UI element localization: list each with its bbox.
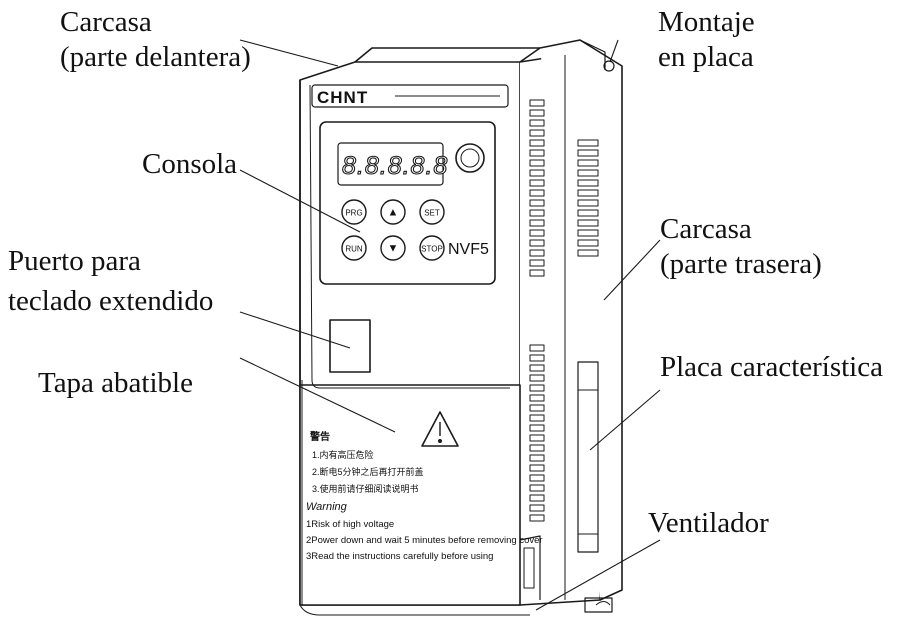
vent-slot: [529, 494, 545, 502]
vent-slot: [577, 159, 599, 167]
vent-slot: [577, 219, 599, 227]
vent-slot: [529, 269, 545, 277]
vent-slot: [529, 464, 545, 472]
warning-line: 2.断电5分钟之后再打开前盖: [312, 466, 424, 477]
keypad-button-label: RUN: [345, 245, 363, 254]
vent-slot: [529, 384, 545, 392]
back-housing: [519, 39, 623, 606]
flip-cover: [299, 379, 521, 606]
warning-line: 1.内有高压危险: [312, 449, 374, 460]
vent-slot: [529, 129, 545, 137]
vent-slot: [577, 189, 599, 197]
console-panel: [319, 121, 496, 285]
keypad: PRG ▲ SET RUN ▼ STOP: [341, 199, 445, 261]
label-carcasa-delantera: Carcasa (parte delantera): [60, 6, 251, 73]
vent-slot: [529, 239, 545, 247]
warning-line: 1Risk of high voltage: [306, 519, 394, 530]
warning-line: 2Power down and wait 5 minutes before re…: [306, 535, 543, 546]
vent-slot: [529, 99, 545, 107]
vent-slots-front: [529, 99, 545, 277]
vent-slot: [529, 434, 545, 442]
vent-slot: [577, 169, 599, 177]
vent-slot: [529, 394, 545, 402]
vent-slot: [577, 139, 599, 147]
vent-slot: [577, 239, 599, 247]
vent-slot: [529, 179, 545, 187]
vent-slot: [529, 444, 545, 452]
keypad-button-label: ▼: [388, 243, 399, 255]
keypad-button: [380, 235, 406, 261]
vent-slot: [529, 109, 545, 117]
vent-slot: [529, 454, 545, 462]
brand-logo: CHNT: [317, 88, 368, 107]
warning-line: 3.使用前请仔细阅读说明书: [312, 483, 419, 494]
vent-slot: [529, 249, 545, 257]
vent-slot: [529, 229, 545, 237]
vent-slot: [577, 209, 599, 217]
label-ventilador: Ventilador: [648, 507, 769, 539]
keypad-button: [380, 199, 406, 225]
vent-slot: [529, 484, 545, 492]
vent-slot: [529, 159, 545, 167]
keypad-button: [341, 235, 367, 261]
vent-slot: [529, 414, 545, 422]
vent-slot: [529, 219, 545, 227]
vent-slot: [577, 249, 599, 257]
vent-slot: [529, 199, 545, 207]
keypad-button-label: PRG: [345, 209, 362, 218]
vent-slot: [529, 259, 545, 267]
vent-slot: [529, 149, 545, 157]
vent-slot: [529, 119, 545, 127]
warning-title-cn: 警告: [309, 430, 330, 443]
label-consola: Consola: [142, 148, 238, 180]
keypad-button-label: ▲: [388, 207, 399, 219]
keypad-button-label: SET: [424, 209, 440, 218]
vent-slot: [577, 229, 599, 237]
nameplate: [577, 361, 599, 553]
label-carcasa-trasera: Carcasa (parte trasera): [660, 213, 822, 280]
vent-slot: [529, 424, 545, 432]
label-tapa: Tapa abatible: [38, 367, 193, 399]
vent-slot: [577, 149, 599, 157]
keypad-button-label: STOP: [421, 245, 443, 254]
vent-slot: [529, 504, 545, 512]
vent-slot: [577, 179, 599, 187]
vent-slot: [529, 189, 545, 197]
warning-lines-cn: 1.内有高压危险 2.断电5分钟之后再打开前盖 3.使用前请仔细阅读说明书: [312, 449, 424, 494]
vent-slot: [577, 199, 599, 207]
keypad-button: [419, 235, 445, 261]
warning-title-en: Warning: [306, 501, 348, 513]
vent-slot: [529, 404, 545, 412]
leader-lines: [239, 39, 661, 611]
warning-triangle-icon: [421, 411, 459, 447]
vent-slot: [529, 344, 545, 352]
vent-slot: [529, 374, 545, 382]
keypad-port: [329, 319, 371, 373]
fan-housing: [299, 535, 613, 616]
warning-line: 3Read the instructions carefully before …: [306, 551, 493, 562]
vent-slots-lower: [529, 344, 545, 522]
vent-slot: [529, 354, 545, 362]
model-label: NVF5: [448, 241, 489, 258]
vent-slots-side: [577, 139, 599, 257]
vent-slot: [529, 514, 545, 522]
keypad-button: [419, 199, 445, 225]
led-display: 8.8.8.8.8: [342, 152, 448, 180]
label-puerto: Puerto para teclado extendido: [8, 245, 214, 317]
vent-slot: [529, 364, 545, 372]
label-montaje: Montaje en placa: [658, 6, 755, 73]
vent-slot: [529, 209, 545, 217]
keypad-button: [341, 199, 367, 225]
label-placa: Placa característica: [660, 351, 883, 383]
vent-slot: [529, 169, 545, 177]
vent-slot: [529, 139, 545, 147]
vent-slot: [529, 474, 545, 482]
warning-lines-en: 1Risk of high voltage 2Power down and wai…: [306, 519, 543, 562]
